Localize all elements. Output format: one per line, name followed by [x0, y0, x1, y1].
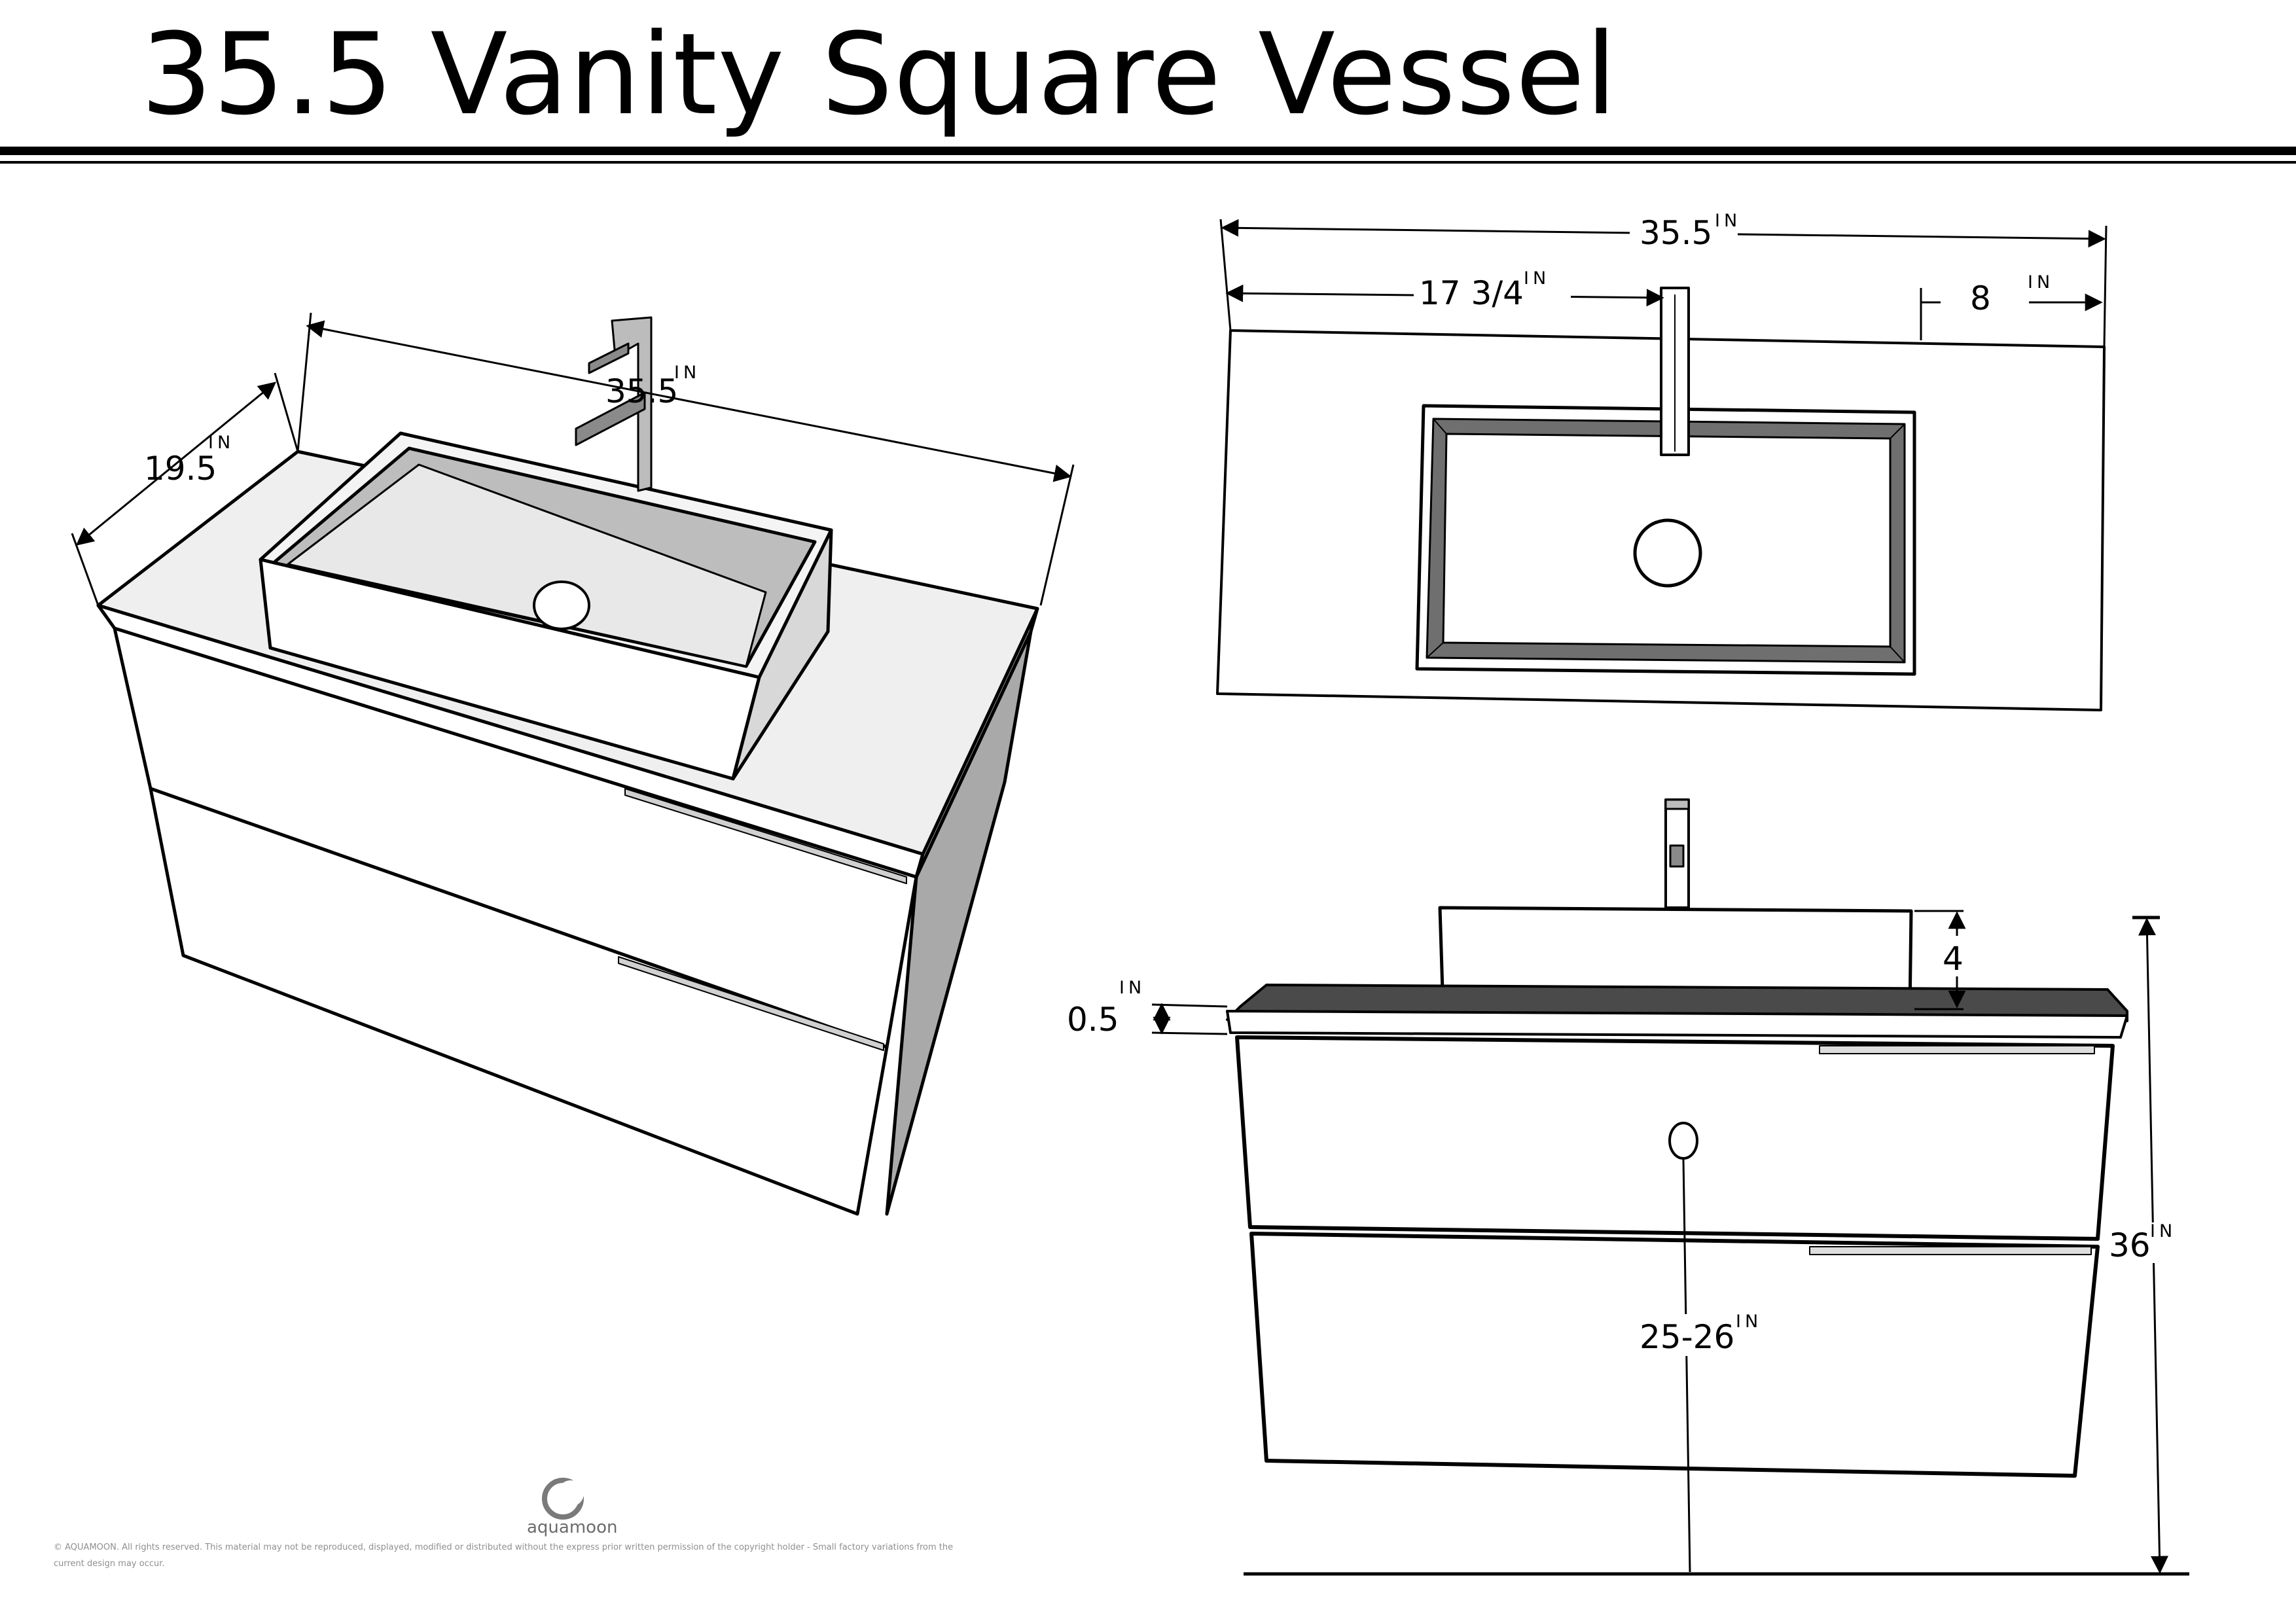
- top-basin-corner-tl: [1433, 418, 1447, 435]
- front-handle-upper: [1819, 1045, 2095, 1054]
- front-counter-thick-ext-top: [1151, 1003, 1228, 1008]
- top-view: [1216, 287, 2106, 711]
- top-basin-corner-bl: [1426, 642, 1444, 658]
- top-faucet-offset-unit: IN: [1524, 268, 1550, 289]
- iso-drawer-lower: [149, 787, 889, 1216]
- top-overall-label-bg: [1630, 208, 1738, 247]
- iso-width-ext-right: [1039, 464, 1075, 606]
- iso-width-label: 35.5: [605, 372, 678, 410]
- top-overall-width-unit: IN: [1715, 211, 1741, 231]
- front-overall-height-label: 36: [2109, 1226, 2151, 1264]
- front-drain-marker: [1668, 1122, 1698, 1160]
- iso-vessel-side: [731, 528, 833, 781]
- front-faucet-spout: [1669, 844, 1685, 868]
- copyright-line-1: © AQUAMOON. All rights reserved. This ma…: [54, 1543, 953, 1552]
- top-ext-left: [1219, 219, 1232, 331]
- top-faucet-label-bg: [1414, 272, 1571, 311]
- front-drain-height-unit: IN: [1736, 1311, 1762, 1332]
- front-countertop-thickness-unit: IN: [1119, 978, 1145, 998]
- top-faucet-offset-label: 17 3/4: [1419, 274, 1524, 312]
- top-ext-right: [2103, 225, 2108, 348]
- front-countertop-thickness-label: 0.5: [1067, 1001, 1119, 1039]
- top-side-offset-unit: IN: [2028, 272, 2054, 293]
- iso-width-ext-left: [296, 312, 312, 452]
- front-counter-thick-ext-bottom: [1151, 1031, 1228, 1035]
- iso-depth-label: 19.5: [144, 450, 217, 488]
- front-vessel-height-label: 4: [1943, 940, 1964, 978]
- iso-drain: [533, 580, 590, 630]
- front-drain-height-dim: [1682, 1159, 1691, 1573]
- iso-depth-unit: IN: [208, 433, 234, 453]
- brand-logo: aquamoon: [527, 1478, 617, 1537]
- front-countertop-edge: [1226, 1010, 2128, 1039]
- header-rule-thin: [0, 161, 2296, 164]
- iso-vessel-basin: [287, 463, 767, 668]
- top-side-offset-label: 8: [1970, 279, 1991, 317]
- iso-width-unit: IN: [674, 363, 700, 383]
- iso-depth-dim-line: [75, 382, 277, 546]
- front-drain-height-label-bg: [1636, 1314, 1741, 1356]
- front-overall-height-unit: IN: [2150, 1221, 2176, 1241]
- iso-dimensions: [71, 312, 1075, 606]
- front-overall-height-label-bg: [2106, 1222, 2159, 1263]
- iso-faucet-lever: [588, 342, 630, 374]
- front-vessel-height-label-bg: [1937, 936, 1977, 976]
- header-rule-thick: [0, 147, 2296, 155]
- front-handle-lower: [1809, 1246, 2092, 1255]
- copyright-line-2: current design may occur.: [54, 1559, 165, 1569]
- top-basin-corner-br: [1890, 646, 1905, 663]
- iso-depth-ext-bottom: [71, 533, 99, 606]
- top-basin-corner-tr: [1890, 423, 1905, 439]
- brand-logo-icon-inner: [558, 1480, 584, 1507]
- top-overall-width-label: 35.5: [1640, 214, 1712, 252]
- iso-handle-upper: [624, 788, 907, 884]
- front-drain-height-label: 25-26: [1640, 1318, 1734, 1356]
- iso-width-dim-line: [306, 320, 1072, 482]
- iso-handle-lower: [618, 956, 884, 1051]
- front-faucet-cap: [1664, 798, 1690, 810]
- isometric-view: [96, 316, 1039, 1216]
- page-title: 35.5 Vanity Square Vessel: [141, 9, 1618, 140]
- brand-logo-text: aquamoon: [527, 1518, 617, 1537]
- top-drain: [1633, 518, 1702, 588]
- front-view: [1226, 798, 2189, 1576]
- iso-depth-ext-top: [274, 372, 299, 452]
